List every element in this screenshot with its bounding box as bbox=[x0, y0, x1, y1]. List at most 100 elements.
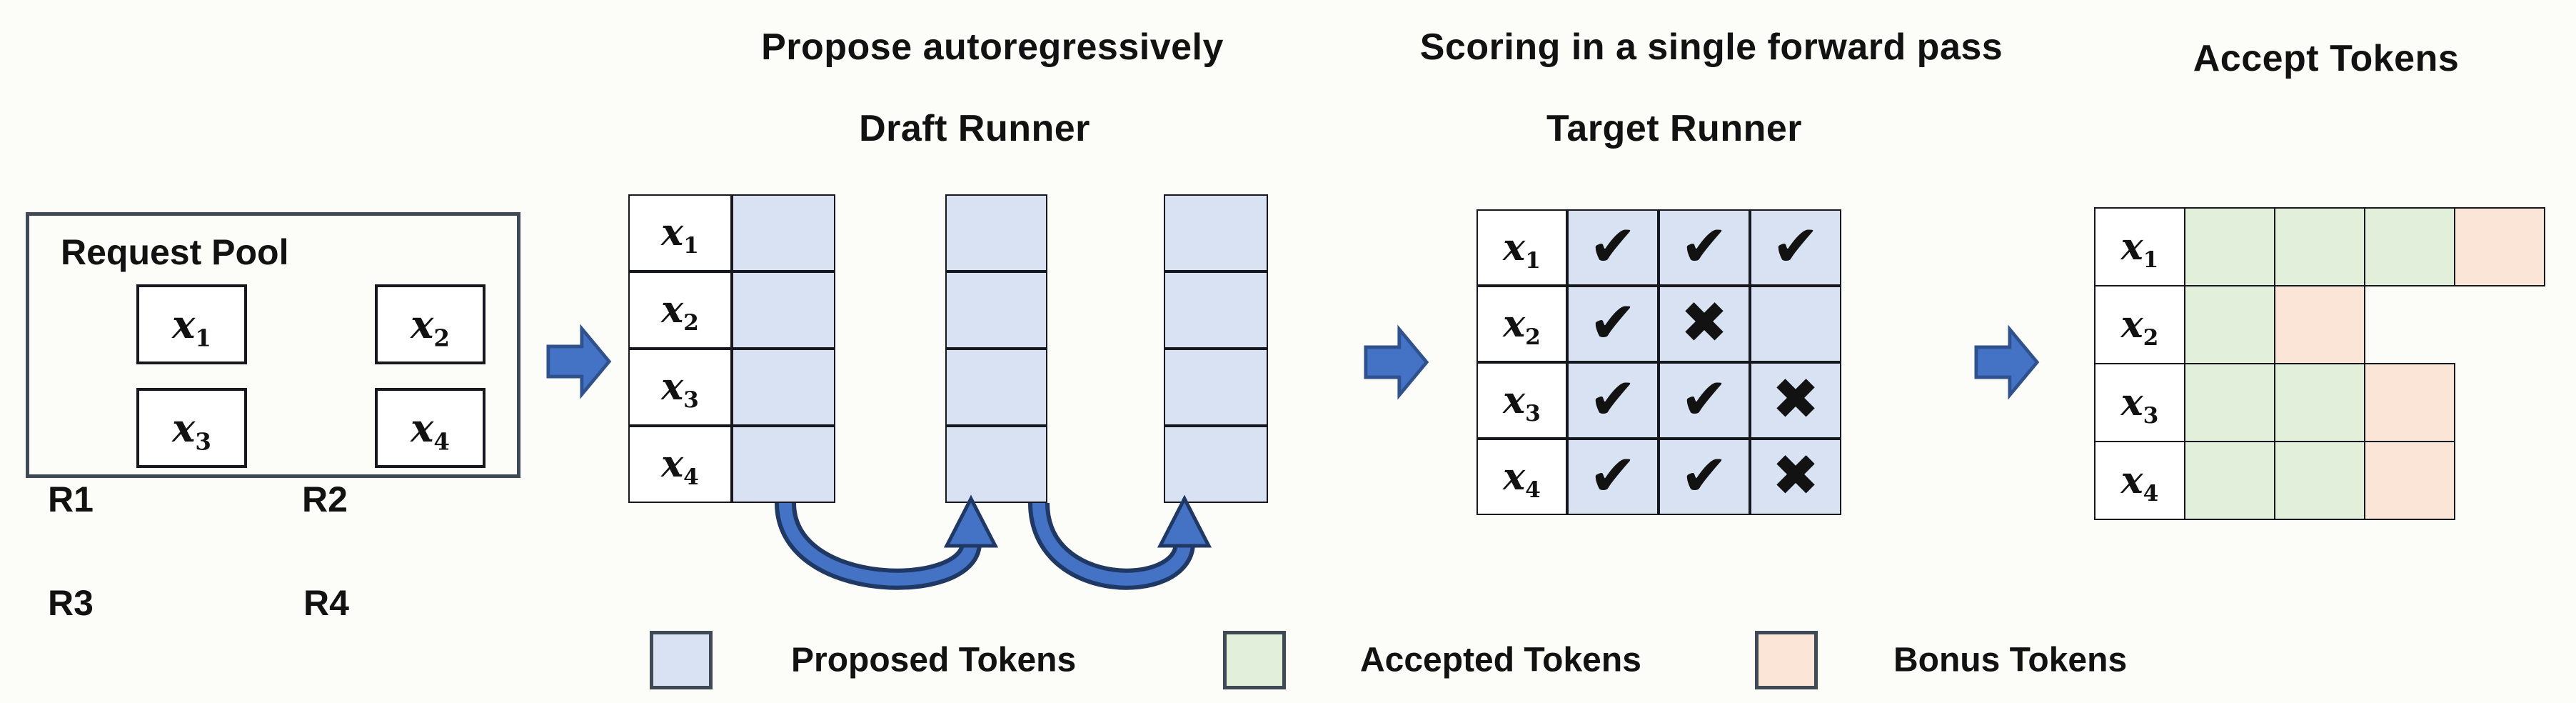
proposed-token-cell bbox=[732, 349, 835, 426]
score-cell: ✔ bbox=[1659, 209, 1750, 286]
check-mark-icon: ✔ bbox=[1680, 212, 1729, 279]
bonus-tokens-swatch bbox=[1755, 631, 1818, 689]
token-x3: x3 bbox=[1503, 378, 1541, 427]
proposed-token-cell bbox=[945, 194, 1047, 271]
accept-row-label-cell: x1 bbox=[2094, 207, 2185, 286]
score-cell: ✔ bbox=[1567, 362, 1659, 439]
request-token-box-r1: x1 bbox=[136, 284, 247, 364]
score-cell: ✔ bbox=[1659, 362, 1750, 439]
token-x3: x3 bbox=[172, 405, 211, 456]
proposed-token-cell bbox=[732, 194, 835, 271]
score-cell: ✔ bbox=[1567, 439, 1659, 515]
draft-row-label-cell: x2 bbox=[628, 271, 732, 349]
proposed-token-cell bbox=[945, 426, 1047, 503]
proposed-token-cell bbox=[1164, 349, 1268, 426]
accepted-token-cell bbox=[2274, 207, 2365, 286]
score-cell: ✔ bbox=[1750, 209, 1841, 286]
request-token-box-r2: x2 bbox=[375, 284, 485, 364]
draft-row-label-cell: x1 bbox=[628, 194, 732, 271]
score-cell: ✖ bbox=[1659, 286, 1750, 362]
score-cell: ✖ bbox=[1750, 439, 1841, 515]
check-mark-icon: ✔ bbox=[1771, 212, 1820, 279]
token-x1: x1 bbox=[661, 211, 699, 259]
accepted-tokens-label: Accepted Tokens bbox=[1360, 641, 1641, 679]
accept-row: x4 bbox=[2094, 441, 2545, 520]
draft-row-label-cell: x4 bbox=[628, 426, 732, 503]
score-cell: ✔ bbox=[1567, 286, 1659, 362]
proposed-tokens-swatch bbox=[650, 631, 713, 689]
target-row-label-cell: x3 bbox=[1476, 362, 1567, 439]
score-cell: ✔ bbox=[1659, 439, 1750, 515]
draft-step2-column bbox=[945, 194, 1047, 503]
proposed-token-cell bbox=[1164, 194, 1268, 271]
accept-row: x3 bbox=[2094, 363, 2545, 442]
target-row-label-cell: x4 bbox=[1476, 439, 1567, 515]
accept-row: x2 bbox=[2094, 285, 2545, 364]
token-x2: x2 bbox=[2120, 302, 2159, 351]
score-cell: ✖ bbox=[1750, 362, 1841, 439]
target-runner-title: Target Runner bbox=[1546, 108, 1803, 149]
check-mark-icon: ✔ bbox=[1680, 365, 1729, 432]
token-x1: x1 bbox=[172, 301, 211, 352]
accepted-token-cell bbox=[2274, 441, 2365, 520]
cross-mark-icon: ✖ bbox=[1771, 365, 1820, 432]
autoregressive-loop-arrows-icon bbox=[775, 494, 1212, 590]
token-x4: x4 bbox=[661, 442, 699, 490]
bonus-token-cell bbox=[2274, 285, 2365, 364]
target-row-label-cell: x1 bbox=[1476, 209, 1567, 286]
request-label-r1: R1 bbox=[48, 479, 94, 519]
accepted-token-cell bbox=[2184, 207, 2275, 286]
cross-mark-icon: ✖ bbox=[1771, 442, 1820, 509]
proposed-token-cell bbox=[945, 349, 1047, 426]
accept-tokens-title: Accept Tokens bbox=[2193, 38, 2460, 79]
check-mark-icon: ✔ bbox=[1589, 365, 1637, 432]
request-label-r4: R4 bbox=[303, 583, 349, 623]
accept-row-label-cell: x4 bbox=[2094, 441, 2185, 520]
token-x3: x3 bbox=[661, 365, 699, 413]
score-cell: ✔ bbox=[1567, 209, 1659, 286]
check-mark-icon: ✔ bbox=[1589, 289, 1637, 356]
draft-row-label-cell: x3 bbox=[628, 349, 732, 426]
token-x2: x2 bbox=[1503, 301, 1541, 350]
proposed-token-cell bbox=[945, 271, 1047, 349]
accept-row-label-cell: x2 bbox=[2094, 285, 2185, 364]
flow-arrow-icon bbox=[1974, 324, 2040, 400]
token-x4: x4 bbox=[411, 405, 450, 456]
token-x1: x1 bbox=[1503, 225, 1541, 274]
flow-arrow-icon bbox=[546, 324, 612, 399]
bonus-tokens-label: Bonus Tokens bbox=[1893, 641, 2128, 679]
proposed-token-cell bbox=[1164, 271, 1268, 349]
request-token-box-r3: x3 bbox=[136, 388, 247, 468]
request-label-r2: R2 bbox=[302, 479, 348, 519]
accepted-token-cell bbox=[2184, 285, 2275, 364]
target-row-label-cell: x2 bbox=[1476, 286, 1567, 362]
target-runner-table: x1 ✔ ✔ ✔ x2 ✔ ✖ x3 ✔ ✔ ✖ x4 ✔ ✔ ✖ bbox=[1476, 209, 1841, 515]
request-token-box-r4: x4 bbox=[375, 388, 485, 468]
proposed-token-cell bbox=[732, 426, 835, 503]
accepted-token-cell bbox=[2184, 441, 2275, 520]
propose-title: Propose autoregressively bbox=[761, 26, 1224, 68]
bonus-token-cell bbox=[2454, 207, 2545, 286]
draft-step1-table: x1 x2 x3 x4 bbox=[628, 194, 835, 503]
check-mark-icon: ✔ bbox=[1589, 212, 1637, 279]
score-cell-empty bbox=[1750, 286, 1841, 362]
request-pool-title: Request Pool bbox=[61, 232, 289, 272]
token-x2: x2 bbox=[411, 301, 450, 352]
token-x3: x3 bbox=[2120, 380, 2159, 429]
scoring-title: Scoring in a single forward pass bbox=[1419, 26, 2003, 68]
accepted-token-cell bbox=[2364, 207, 2455, 286]
draft-step3-column bbox=[1164, 194, 1268, 503]
bonus-token-cell bbox=[2364, 363, 2455, 442]
request-pool-box: Request Pool R1 x1 R2 x2 R3 x3 R4 x4 bbox=[26, 212, 520, 623]
cross-mark-icon: ✖ bbox=[1680, 289, 1729, 356]
proposed-tokens-label: Proposed Tokens bbox=[791, 641, 1077, 679]
token-x1: x1 bbox=[2120, 224, 2159, 273]
draft-runner-title: Draft Runner bbox=[859, 108, 1090, 149]
token-x4: x4 bbox=[1503, 454, 1541, 503]
flow-arrow-icon bbox=[1364, 324, 1429, 400]
request-label-r3: R3 bbox=[48, 583, 94, 623]
proposed-token-cell bbox=[1164, 426, 1268, 503]
token-x4: x4 bbox=[2120, 458, 2159, 507]
accepted-tokens-swatch bbox=[1223, 631, 1286, 689]
accept-row-label-cell: x3 bbox=[2094, 363, 2185, 442]
